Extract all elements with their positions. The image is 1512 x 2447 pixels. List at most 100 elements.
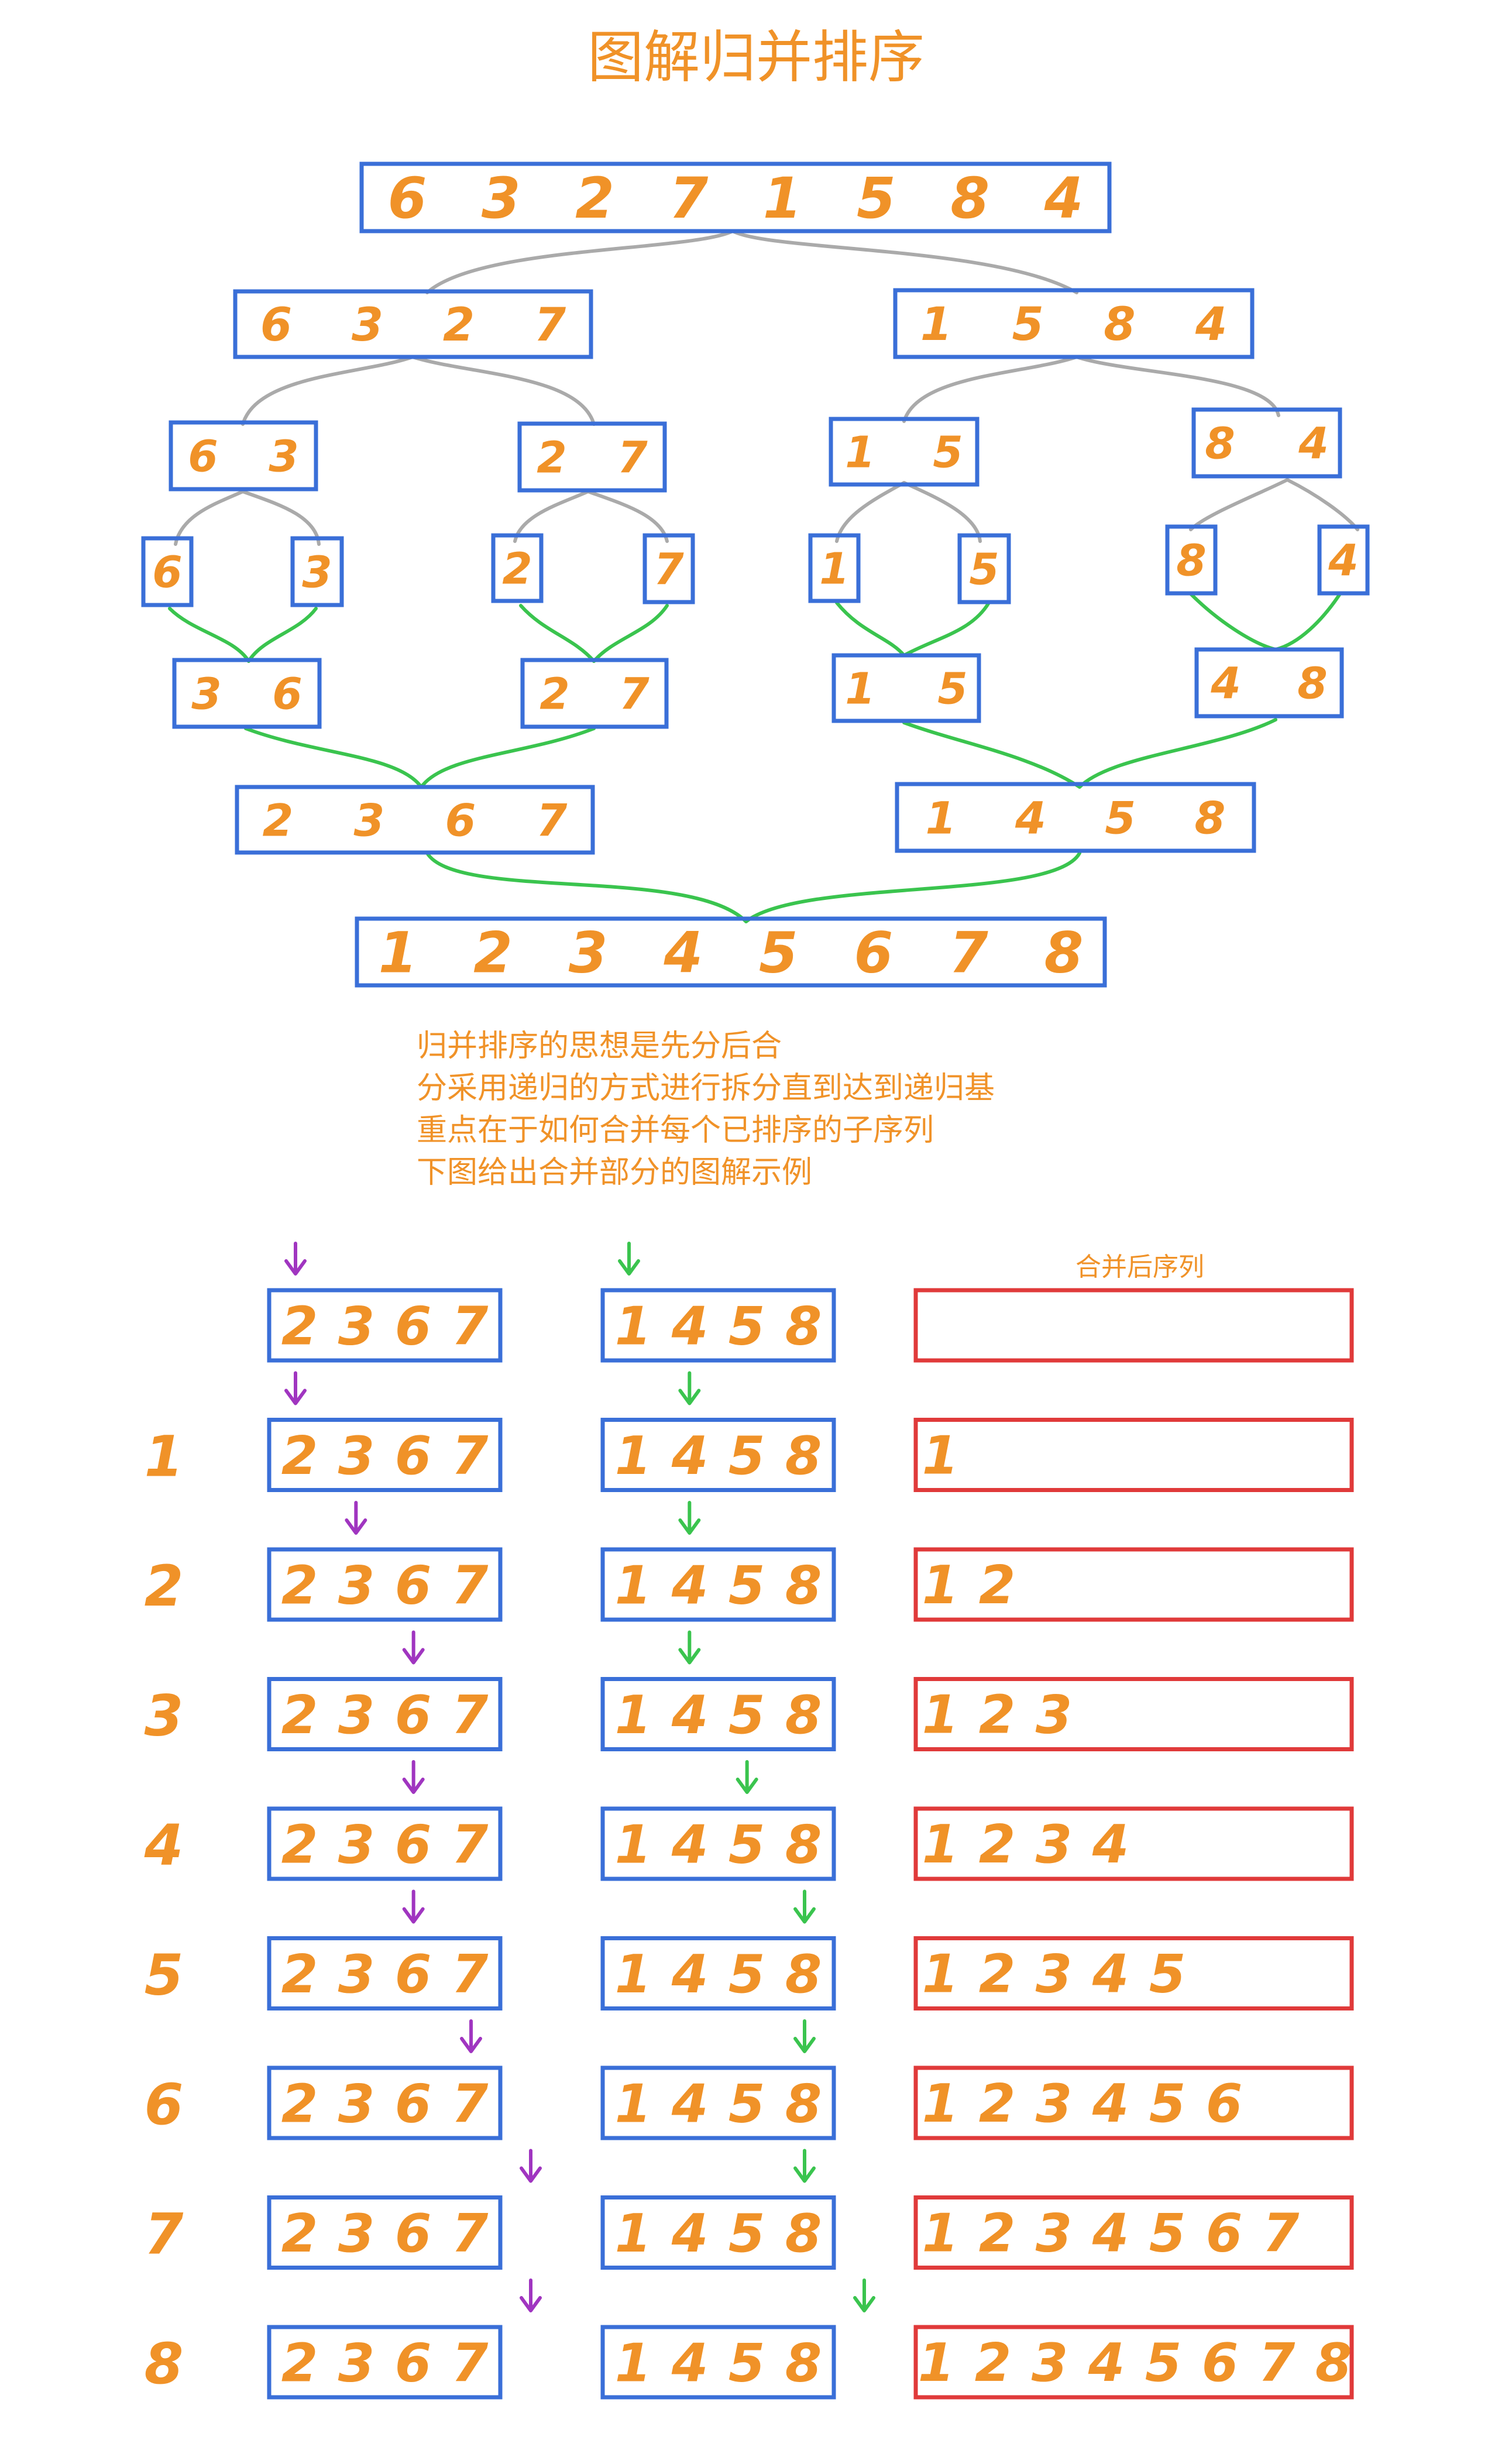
right-array-digit: 8: [785, 1425, 822, 1487]
merged-box-3-6-digit: 3: [191, 669, 222, 720]
left-array-digit: 7: [452, 2203, 489, 2264]
left-pointer-arrow-head: [402, 1648, 425, 1665]
root-sequence-box-digit: 4: [1044, 166, 1084, 231]
right-array-digit: 4: [671, 2073, 709, 2135]
leaf-box-7: [642, 533, 695, 604]
split-connector: [1075, 355, 1280, 417]
merged-digit: 1: [922, 2203, 959, 2264]
merge-connector: [425, 851, 748, 923]
left-array-digit: 7: [452, 1295, 489, 1357]
right-pointer-arrow-head: [793, 2166, 816, 2183]
root-sequence-box-digit: 1: [763, 166, 802, 231]
merged-sequence-box: [913, 1677, 1354, 1751]
split-left-box-digit: 2: [443, 299, 475, 352]
right-array-digit: 4: [671, 2203, 709, 2264]
result-sequence-box-digit: 5: [759, 920, 798, 986]
description-line: 归并排序的思想是先分后合: [417, 1029, 782, 1064]
left-array-digit: 6: [395, 1295, 432, 1357]
leaf-box-3-digit: 3: [302, 548, 332, 598]
right-array-box: [600, 2065, 836, 2140]
merged-sequence-box: [913, 1418, 1354, 1492]
left-pointer-arrow-head: [345, 1518, 367, 1535]
left-array-digit: 6: [395, 1685, 432, 1746]
left-array-digit: 7: [452, 1555, 489, 1616]
left-pointer-arrow-head: [284, 1389, 307, 1405]
merged-box-1-4-5-8: [895, 782, 1256, 853]
step-number: 7: [145, 2202, 184, 2267]
left-array-digit: 3: [338, 1814, 375, 1875]
split-left-box: [233, 289, 593, 359]
right-array-box: [600, 1677, 836, 1751]
right-array-box: [600, 1806, 836, 1881]
merged-sequence-box: [913, 1936, 1354, 2010]
left-pointer-arrow-head: [402, 1778, 425, 1794]
leaf-box-3: [290, 536, 344, 607]
left-array-digit: 2: [281, 2073, 318, 2135]
merged-digit: 1: [922, 1555, 959, 1616]
merged-box-3-6: [172, 658, 322, 729]
merged-digit: 3: [1032, 2332, 1068, 2394]
right-array-digit: 1: [615, 2073, 652, 2135]
split-box-8-4-digit: 8: [1205, 419, 1235, 469]
split-right-box-digit: 1: [920, 298, 952, 351]
merge-connector: [519, 604, 596, 663]
left-array-box: [267, 1418, 503, 1492]
merged-sequence-box: [913, 2325, 1354, 2400]
left-array-digit: 3: [338, 2203, 375, 2264]
left-array-digit: 3: [338, 1685, 375, 1746]
merged-box-2-7-digit: 7: [619, 669, 650, 720]
leaf-box-1: [808, 533, 861, 603]
left-array-digit: 7: [452, 2073, 489, 2135]
right-array-digit: 1: [615, 1685, 652, 1746]
merge-connector: [744, 851, 1081, 923]
left-array-digit: 2: [281, 1555, 318, 1616]
leaf-box-2-digit: 2: [502, 544, 532, 594]
split-right-box-digit: 8: [1104, 298, 1135, 351]
leaf-box-8: [1165, 524, 1218, 596]
merged-digit: 1: [922, 1814, 959, 1875]
merged-digit: 5: [1149, 2073, 1186, 2135]
split-connector: [241, 355, 414, 426]
split-box-1-5: [829, 417, 980, 487]
left-array-digit: 2: [281, 1944, 318, 2005]
step-number: 3: [145, 1683, 184, 1749]
merged-box-2-7: [520, 658, 669, 729]
merged-digit: 4: [1092, 1814, 1129, 1875]
right-array-digit: 5: [728, 1555, 765, 1616]
split-connector: [425, 229, 734, 294]
merged-sequence-box: [913, 1547, 1354, 1622]
merged-box-1-4-5-8-digit: 8: [1195, 792, 1226, 844]
merge-connector: [902, 721, 1081, 789]
right-array-box: [600, 1547, 836, 1622]
merged-box-2-3-6-7-digit: 6: [445, 794, 476, 846]
split-connector: [586, 490, 669, 543]
merged-digit: 1: [922, 1944, 959, 2005]
step-number: 4: [144, 1813, 184, 1878]
split-box-8-4-digit: 4: [1298, 419, 1329, 469]
split-connector: [902, 481, 982, 543]
merged-digit: 2: [979, 1944, 1016, 2005]
left-array-box: [267, 1806, 503, 1881]
merged-box-2-3-6-7-digit: 7: [537, 794, 568, 846]
merged-digit: 3: [1036, 2073, 1073, 2135]
right-pointer-arrow-head: [618, 1259, 640, 1276]
merged-digit: 5: [1149, 1944, 1186, 2005]
left-pointer-arrow-head: [520, 2166, 542, 2183]
leaf-box-8-digit: 8: [1176, 536, 1207, 586]
merged-digit: 3: [1036, 1944, 1073, 2005]
left-array-digit: 2: [281, 1814, 318, 1875]
merged-digit: 1: [922, 2073, 959, 2135]
left-array-digit: 2: [281, 1685, 318, 1746]
split-right-box-digit: 4: [1195, 298, 1227, 351]
merged-digit: 5: [1145, 2332, 1182, 2394]
split-connector: [241, 490, 321, 546]
merge-connector: [902, 601, 991, 657]
root-sequence-box-digit: 2: [575, 166, 614, 231]
merge-connector: [420, 727, 596, 789]
merged-sequence-box: [913, 1806, 1354, 1881]
split-connector: [731, 229, 1078, 294]
result-sequence-box-digit: 7: [949, 920, 988, 986]
merged-box-1-5: [831, 653, 981, 723]
description-line: 下图给出合并部分的图解示例: [417, 1155, 813, 1190]
right-array-digit: 5: [728, 2332, 765, 2394]
